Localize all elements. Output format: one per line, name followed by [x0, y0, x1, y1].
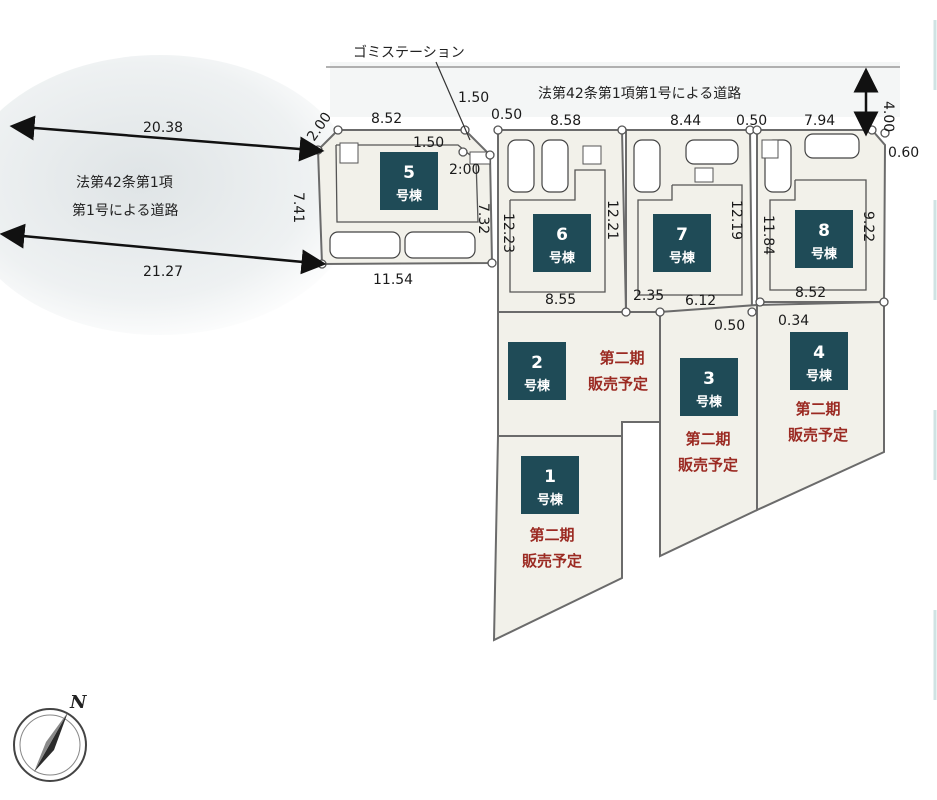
road-length-arrow-top — [9, 115, 325, 162]
lot-label-6[interactable]: 6 号棟 — [533, 214, 591, 272]
lot-suffix: 号棟 — [549, 250, 576, 266]
phase-note-line1: 第二期 — [795, 400, 840, 418]
dim-road-north-width: 4.00 — [880, 101, 896, 132]
lot-5-building-outline — [335, 144, 479, 223]
lot-number: 2 — [531, 353, 543, 373]
dim-7-41: 7.41 — [290, 192, 306, 223]
phase-note-line2: 販売予定 — [678, 456, 738, 474]
lot-label-5[interactable]: 5 号棟 — [380, 152, 438, 210]
compass-icon: N — [13, 692, 88, 782]
lot-number: 8 — [818, 221, 830, 241]
dim-6-12: 6.12 — [685, 293, 716, 309]
lot-label-8[interactable]: 8 号棟 — [795, 210, 853, 268]
lot-6-stair — [582, 145, 602, 165]
lot-suffix: 号棟 — [396, 188, 423, 204]
lot-4 — [756, 300, 885, 512]
dim-0-60: 0.60 — [888, 145, 919, 161]
dim-12-23: 12.23 — [500, 213, 516, 253]
lot-label-1[interactable]: 1 号棟 第二期 販売予定 — [521, 456, 582, 570]
dim-8-52-top: 8.52 — [371, 111, 402, 127]
phase-note-line1: 第二期 — [685, 430, 730, 448]
dim-7-94: 7.94 — [804, 113, 835, 129]
dim-8-58: 8.58 — [550, 113, 581, 129]
dim-7-32: 7.32 — [475, 203, 491, 234]
lot-7-cars — [633, 139, 739, 193]
dim-0-50-a: 0.50 — [491, 107, 522, 123]
phase-note-line2: 販売予定 — [588, 375, 648, 393]
phase-note-line1: 第二期 — [599, 349, 644, 367]
dim-1-50-a: 1.50 — [458, 90, 489, 106]
lot-suffix: 号棟 — [806, 368, 833, 384]
garbage-station-leader — [435, 61, 471, 141]
lot-6-building-outline — [509, 169, 606, 293]
dim-8-52-bottom: 8.52 — [795, 285, 826, 301]
garbage-station-label: ゴミステーション — [353, 44, 465, 61]
lot-label-4[interactable]: 4 号棟 第二期 販売予定 — [788, 332, 848, 444]
dim-0-34: 0.34 — [778, 313, 809, 329]
phase-note-line2: 販売予定 — [522, 552, 582, 570]
lot-8-stair — [761, 139, 779, 159]
dim-12-21: 12.21 — [604, 200, 620, 240]
phase-note-line2: 販売予定 — [788, 426, 848, 444]
dim-11-84: 11.84 — [760, 215, 776, 255]
dim-1-50-b: 1.50 — [413, 135, 444, 151]
dim-2-35: 2.35 — [633, 288, 664, 304]
lot-suffix: 号棟 — [811, 246, 838, 262]
lot-8-building-outline — [769, 179, 867, 291]
dim-0-50-c: 0.50 — [714, 318, 745, 334]
lot-suffix: 号棟 — [696, 394, 723, 410]
lot-suffix: 号棟 — [537, 492, 564, 508]
road-length-arrow-bottom — [0, 223, 327, 275]
dim-12-19: 12.19 — [728, 200, 744, 240]
lot-7-stair — [694, 167, 714, 183]
dim-9-22: 9.22 — [860, 211, 876, 242]
lot-6-cars — [507, 139, 569, 193]
lot-number: 6 — [556, 225, 568, 245]
lot-number: 3 — [703, 369, 715, 389]
dim-road-west-top: 20.38 — [143, 120, 183, 136]
phase-note-line1: 第二期 — [529, 526, 574, 544]
north-road-label: 法第42条第1項第1号による道路 — [538, 85, 741, 102]
dim-8-55: 8.55 — [545, 292, 576, 308]
lot-label-2[interactable]: 2 号棟 第二期 販売予定 — [508, 342, 648, 400]
lot-5-stair — [339, 142, 359, 164]
west-road-label-line2: 第1号による道路 — [72, 202, 179, 219]
lot-suffix: 号棟 — [524, 378, 551, 394]
lot-7-building-outline — [637, 184, 743, 296]
compass-north-label: N — [69, 692, 88, 713]
lot-number: 7 — [676, 225, 688, 245]
dim-0-50-b: 0.50 — [736, 113, 767, 129]
lot-label-7[interactable]: 7 号棟 — [653, 214, 711, 272]
dim-8-44: 8.44 — [670, 113, 701, 129]
north-road-area — [330, 62, 900, 117]
dim-11-54: 11.54 — [373, 272, 413, 288]
dim-2-00-b: 2:00 — [449, 162, 480, 178]
west-road-label-line1: 法第42条第1項 — [76, 174, 173, 191]
dim-road-west-bottom: 21.27 — [143, 264, 183, 280]
lot-number: 4 — [813, 343, 825, 363]
lot-number: 5 — [403, 163, 415, 183]
lot-number: 1 — [544, 467, 556, 487]
lot-label-3[interactable]: 3 号棟 第二期 販売予定 — [678, 358, 738, 474]
lot-suffix: 号棟 — [669, 250, 696, 266]
lot-5-cars — [329, 231, 476, 259]
